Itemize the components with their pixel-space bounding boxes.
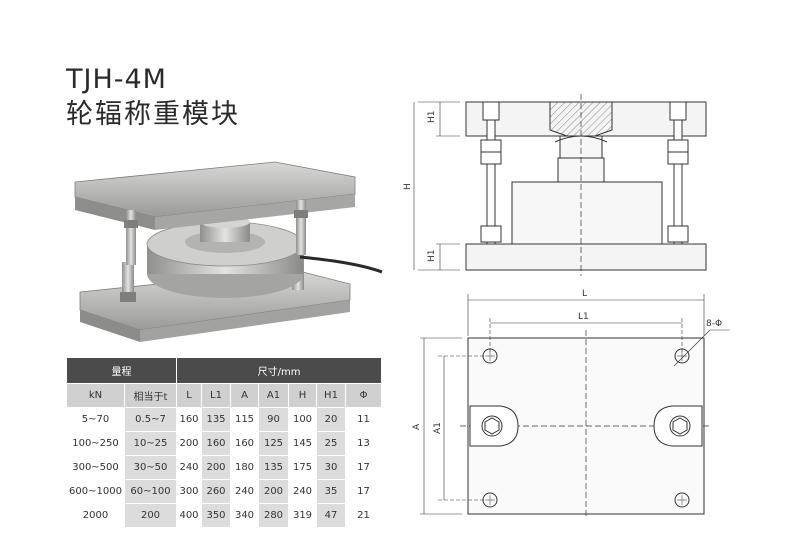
col-header: L bbox=[176, 383, 202, 408]
cell-l: 240 bbox=[176, 455, 202, 480]
cell-t: 10~25 bbox=[124, 431, 177, 456]
cell-phi: 21 bbox=[344, 503, 383, 528]
product-photo bbox=[74, 161, 383, 342]
cell-a1: 90 bbox=[258, 407, 289, 432]
cell-a: 340 bbox=[230, 503, 259, 528]
cell-h1: 47 bbox=[316, 503, 346, 528]
cell-phi: 17 bbox=[344, 455, 383, 480]
table-row: 2000 200 400 350 340 280 319 47 21 bbox=[66, 503, 383, 528]
col-header: H1 bbox=[316, 383, 346, 408]
cell-a1: 135 bbox=[258, 455, 289, 480]
cell-h: 175 bbox=[288, 455, 317, 480]
cell-l: 160 bbox=[176, 407, 202, 432]
cell-a: 115 bbox=[230, 407, 259, 432]
cell-l1: 160 bbox=[201, 431, 231, 456]
dim-label-a: A bbox=[412, 423, 422, 430]
col-header: L1 bbox=[201, 383, 231, 408]
cell-t: 30~50 bbox=[124, 455, 177, 480]
dim-label-holes: 8-Φ bbox=[706, 319, 722, 329]
cell-a1: 125 bbox=[258, 431, 289, 456]
cell-a: 180 bbox=[230, 455, 259, 480]
cell-kn: 600~1000 bbox=[66, 479, 125, 504]
dim-label-a1: A1 bbox=[433, 422, 443, 434]
cell-h: 240 bbox=[288, 479, 317, 504]
dim-label-h1-bottom: H1 bbox=[427, 250, 437, 263]
range-group-header: 量程 bbox=[66, 357, 177, 384]
col-header: A bbox=[230, 383, 259, 408]
cell-l1: 200 bbox=[201, 455, 231, 480]
cell-kn: 2000 bbox=[66, 503, 125, 528]
model-title: TJH-4M bbox=[66, 64, 167, 95]
cell-kn: 5~70 bbox=[66, 407, 125, 432]
cell-phi: 13 bbox=[344, 431, 383, 456]
cell-l1: 350 bbox=[201, 503, 231, 528]
dim-label-l1: L1 bbox=[578, 312, 589, 322]
cell-t: 60~100 bbox=[124, 479, 177, 504]
cell-l: 400 bbox=[176, 503, 202, 528]
table-row: 600~1000 60~100 300 260 240 200 240 35 1… bbox=[66, 479, 383, 504]
column-header-row: kN 相当于t L L1 A A1 H H1 Φ bbox=[66, 383, 383, 408]
product-name: 轮辐称重模块 bbox=[66, 99, 240, 130]
cell-l: 200 bbox=[176, 431, 202, 456]
cell-kn: 100~250 bbox=[66, 431, 125, 456]
cell-h1: 30 bbox=[316, 455, 346, 480]
cell-h1: 35 bbox=[316, 479, 346, 504]
cell-a: 240 bbox=[230, 479, 259, 504]
cell-a1: 200 bbox=[258, 479, 289, 504]
cell-kn: 300~500 bbox=[66, 455, 125, 480]
cell-l: 300 bbox=[176, 479, 202, 504]
dim-label-l: L bbox=[582, 289, 587, 299]
cell-h1: 20 bbox=[316, 407, 346, 432]
cell-h: 100 bbox=[288, 407, 317, 432]
col-header: 相当于t bbox=[124, 383, 177, 408]
col-header: H bbox=[288, 383, 317, 408]
cell-h: 319 bbox=[288, 503, 317, 528]
cell-l1: 260 bbox=[201, 479, 231, 504]
col-header: A1 bbox=[258, 383, 289, 408]
cell-phi: 11 bbox=[344, 407, 383, 432]
col-header: Φ bbox=[344, 383, 383, 408]
dim-label-h: H bbox=[403, 183, 413, 190]
cell-t: 200 bbox=[124, 503, 177, 528]
col-header: kN bbox=[66, 383, 125, 408]
cell-t: 0.5~7 bbox=[124, 407, 177, 432]
spec-table: 量程 尺寸/mm kN 相当于t L L1 A A1 H H1 Φ 5~70 0… bbox=[66, 357, 383, 528]
cell-a1: 280 bbox=[258, 503, 289, 528]
cell-h: 145 bbox=[288, 431, 317, 456]
dimension-group-header: 尺寸/mm bbox=[175, 357, 383, 384]
cell-h1: 25 bbox=[316, 431, 346, 456]
cell-a: 160 bbox=[230, 431, 259, 456]
title-block: TJH-4M 轮辐称重模块 bbox=[66, 64, 240, 134]
table-row: 5~70 0.5~7 160 135 115 90 100 20 11 bbox=[66, 407, 383, 432]
table-row: 300~500 30~50 240 200 180 135 175 30 17 bbox=[66, 455, 383, 480]
cell-l1: 135 bbox=[201, 407, 231, 432]
dim-label-h1-top: H1 bbox=[427, 111, 437, 124]
cell-phi: 17 bbox=[344, 479, 383, 504]
table-row: 100~250 10~25 200 160 160 125 145 25 13 bbox=[66, 431, 383, 456]
technical-drawing: H1 H H1 L L1 A A1 8-Φ bbox=[403, 94, 730, 518]
